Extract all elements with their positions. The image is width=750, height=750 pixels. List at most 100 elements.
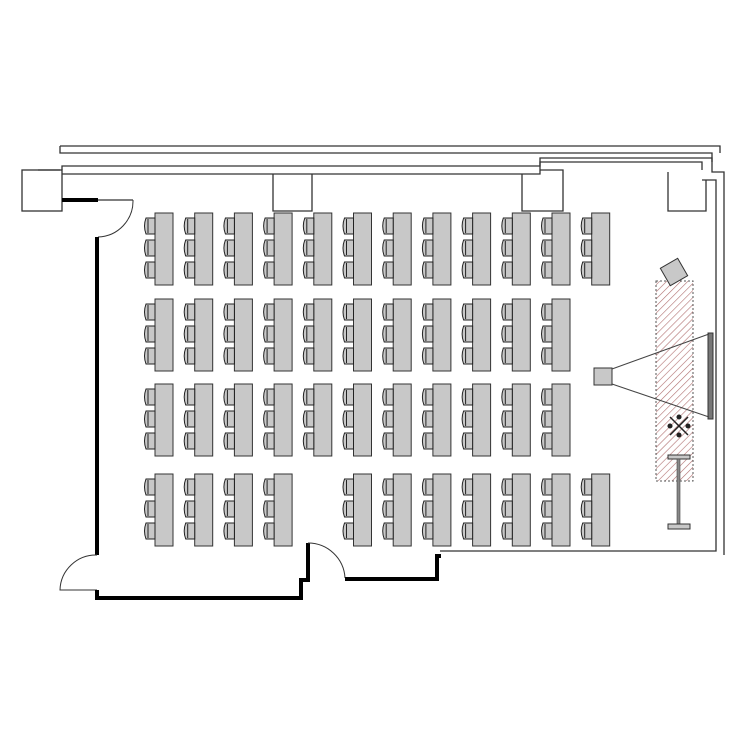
chair xyxy=(541,432,553,450)
chair xyxy=(501,522,513,540)
chair xyxy=(342,432,354,450)
chair xyxy=(144,432,156,450)
table xyxy=(472,473,492,547)
table xyxy=(233,473,253,547)
table xyxy=(313,212,333,286)
chair xyxy=(144,325,156,343)
chair xyxy=(144,217,156,235)
desk-group xyxy=(183,473,214,547)
chair xyxy=(461,388,474,406)
chair xyxy=(461,347,474,365)
chair xyxy=(580,500,593,518)
chair xyxy=(302,410,315,428)
pillar-right xyxy=(667,172,707,212)
chair xyxy=(144,500,156,518)
desk-group xyxy=(541,473,571,547)
table xyxy=(233,298,253,372)
table xyxy=(511,212,531,286)
chair xyxy=(382,303,394,321)
chair xyxy=(223,478,235,496)
chair xyxy=(501,432,513,450)
desk-group xyxy=(144,298,174,372)
desk-group xyxy=(263,298,293,372)
table xyxy=(472,383,492,457)
chair xyxy=(342,410,354,428)
chair xyxy=(421,347,434,365)
chair xyxy=(263,388,275,406)
chair xyxy=(342,478,354,496)
desk-group xyxy=(183,383,214,457)
table xyxy=(273,298,293,372)
chair xyxy=(302,432,315,450)
desk-group xyxy=(382,383,412,457)
table xyxy=(551,383,571,457)
table xyxy=(313,383,333,457)
desk-group xyxy=(263,212,293,286)
chair xyxy=(541,325,553,343)
table xyxy=(194,212,214,286)
desk-group xyxy=(302,298,333,372)
table xyxy=(432,298,452,372)
chair xyxy=(382,325,394,343)
table xyxy=(154,383,174,457)
pillar-left xyxy=(21,169,63,212)
table xyxy=(472,298,492,372)
table xyxy=(273,212,293,286)
desk-group xyxy=(421,212,452,286)
chair xyxy=(342,522,354,540)
chair xyxy=(541,217,553,235)
desk-group xyxy=(263,473,293,547)
chair xyxy=(302,325,315,343)
chair xyxy=(342,239,354,257)
table xyxy=(392,212,412,286)
chair xyxy=(342,500,354,518)
desk-group xyxy=(342,298,372,372)
chair xyxy=(580,217,593,235)
desk-group xyxy=(144,383,174,457)
chair xyxy=(461,239,474,257)
chair xyxy=(183,388,196,406)
chair xyxy=(183,500,196,518)
table xyxy=(591,473,611,547)
chair xyxy=(144,239,156,257)
desk-group xyxy=(342,383,372,457)
chair xyxy=(342,325,354,343)
chair xyxy=(342,347,354,365)
door-bottom-left xyxy=(59,554,98,591)
chair xyxy=(183,325,196,343)
chair xyxy=(223,347,235,365)
chair xyxy=(302,217,315,235)
chair xyxy=(501,303,513,321)
projection-screen xyxy=(707,332,714,420)
table xyxy=(392,383,412,457)
table xyxy=(591,212,611,286)
chair xyxy=(183,303,196,321)
table xyxy=(194,298,214,372)
pillar-mid-1 xyxy=(272,174,313,212)
chair xyxy=(541,347,553,365)
chair xyxy=(382,500,394,518)
projector xyxy=(593,367,613,386)
chair xyxy=(342,261,354,279)
desk-group xyxy=(541,212,571,286)
chair xyxy=(382,388,394,406)
table xyxy=(154,212,174,286)
chair xyxy=(461,410,474,428)
chair xyxy=(461,500,474,518)
desk-group xyxy=(183,298,214,372)
desk-group xyxy=(541,383,571,457)
desk-group xyxy=(223,212,253,286)
table xyxy=(313,298,333,372)
table xyxy=(392,473,412,547)
chair xyxy=(541,239,553,257)
desk-group xyxy=(501,473,531,547)
chair xyxy=(421,478,434,496)
desk-group xyxy=(144,212,174,286)
chair xyxy=(382,410,394,428)
chair xyxy=(263,239,275,257)
desk-group xyxy=(342,473,372,547)
chair xyxy=(263,522,275,540)
chair xyxy=(223,325,235,343)
desk-group xyxy=(183,212,214,286)
chair xyxy=(342,217,354,235)
